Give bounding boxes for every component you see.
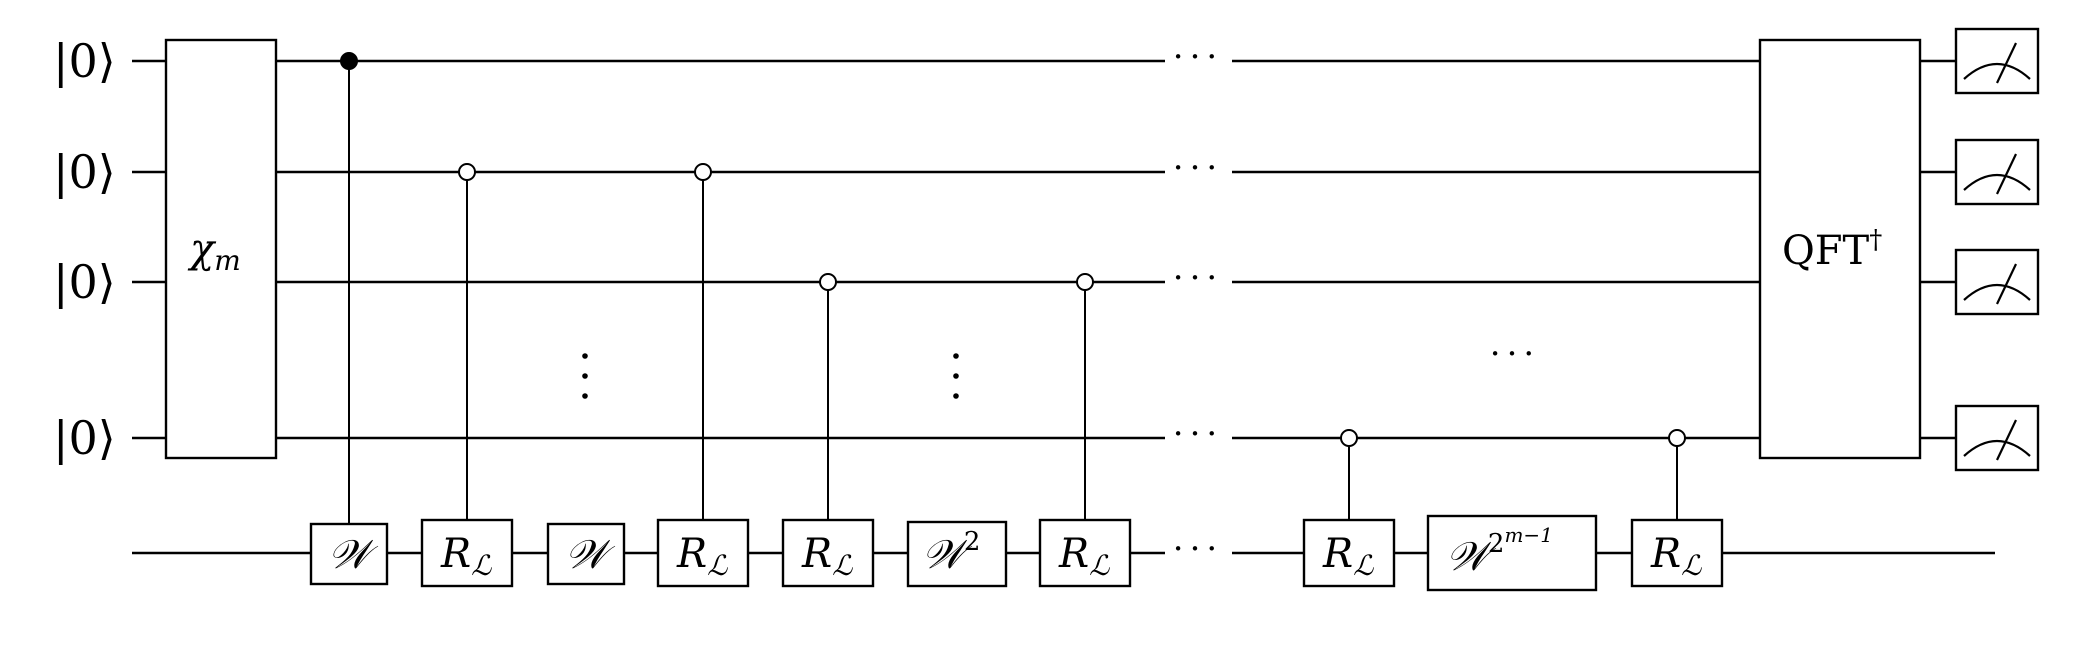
control-dot-filled-w1 (340, 52, 358, 70)
gate-r-1-sub: ℒ (471, 549, 492, 582)
vertical-ellipsis-1 (582, 353, 588, 399)
gate-r-6-sub: ℒ (1681, 549, 1702, 582)
control-lines (348, 61, 1678, 524)
measurement-meter-icon (1954, 404, 2040, 472)
svg-text:χm: χm (187, 226, 241, 277)
ellipsis-qubit-3: ··· (1173, 258, 1223, 298)
state-prep-gate: χm (164, 38, 278, 460)
svg-text:Rℒ: Rℒ (801, 531, 853, 582)
ellipsis-qubit-1: ··· (1173, 37, 1223, 77)
input-kets: |0⟩ |0⟩ |0⟩ |0⟩ (53, 34, 116, 465)
gate-r-4-sub: ℒ (1089, 549, 1110, 582)
gate-r-6: Rℒ (1630, 518, 1724, 588)
control-dot-open-r4 (1076, 273, 1094, 291)
input-ket-3: |0⟩ (53, 255, 116, 309)
ancilla-gates: 𝒲 Rℒ 𝒲 Rℒ Rℒ (309, 514, 1724, 592)
ellipses: ··· ··· ··· ··· ··· ··· (1173, 37, 1540, 569)
input-ket-1: |0⟩ (53, 34, 116, 88)
control-dot-open-r3 (819, 273, 837, 291)
gate-r-1-label: R (440, 531, 471, 577)
gate-r-3-label: R (801, 531, 832, 577)
gate-r-1: Rℒ (420, 518, 514, 588)
gate-w-squared: 𝒲2 (906, 520, 1008, 588)
control-dot-open-r5 (1340, 429, 1358, 447)
gate-r-5-label: R (1322, 531, 1353, 577)
qft-dagger-gate: QFT† (1758, 38, 1922, 460)
ellipsis-ancilla: ··· (1173, 529, 1223, 569)
input-ket-4: |0⟩ (53, 411, 116, 465)
gate-r-4-label: R (1058, 531, 1089, 577)
ellipsis-middle-gap: ··· (1490, 334, 1540, 374)
svg-text:Rℒ: Rℒ (1650, 531, 1702, 582)
control-dots (340, 52, 1686, 447)
ellipsis-qubit-2: ··· (1173, 148, 1223, 188)
state-prep-subscript: m (214, 244, 241, 277)
qft-label: QFT (1782, 228, 1870, 274)
svg-text:𝒲2: 𝒲2 (922, 527, 980, 578)
gate-r-4: Rℒ (1038, 518, 1132, 588)
measurement-meter-icon (1954, 248, 2040, 316)
gate-r-3: Rℒ (781, 518, 875, 588)
vertical-ellipsis-2 (953, 353, 959, 399)
wires (132, 59, 1995, 555)
gate-w-power-supsup: m−1 (1504, 523, 1552, 547)
measurement-meter-icon (1954, 138, 2040, 206)
control-dot-open-r6 (1668, 429, 1686, 447)
measurement-meter-icon (1954, 27, 2040, 95)
gate-w-2: 𝒲 (546, 522, 626, 586)
svg-text:𝒲2m−1: 𝒲2m−1 (1446, 523, 1553, 580)
ellipsis-qubit-4: ··· (1173, 414, 1223, 454)
gate-r-5: Rℒ (1302, 518, 1396, 588)
qft-sup: † (1869, 225, 1882, 255)
svg-text:Rℒ: Rℒ (1058, 531, 1110, 582)
svg-text:Rℒ: Rℒ (440, 531, 492, 582)
state-prep-symbol: χ (187, 226, 217, 272)
control-dot-open-r1 (458, 163, 476, 181)
gate-w-1: 𝒲 (309, 522, 389, 586)
svg-text:Rℒ: Rℒ (1322, 531, 1374, 582)
svg-text:Rℒ: Rℒ (676, 531, 728, 582)
input-ket-2: |0⟩ (53, 145, 116, 199)
gate-r-5-sub: ℒ (1353, 549, 1374, 582)
gate-r-2: Rℒ (656, 518, 750, 588)
gate-w-squared-sup: 2 (964, 527, 981, 557)
measurements (1954, 27, 2040, 472)
gate-w-power-sup: 2 (1488, 529, 1505, 559)
gate-r-2-label: R (676, 531, 707, 577)
gate-r-3-sub: ℒ (832, 549, 853, 582)
gate-r-6-label: R (1650, 531, 1681, 577)
svg-text:QFT†: QFT† (1782, 225, 1882, 274)
gate-r-2-sub: ℒ (707, 549, 728, 582)
gate-w-power: 𝒲2m−1 (1426, 514, 1598, 592)
control-dot-open-r2 (694, 163, 712, 181)
